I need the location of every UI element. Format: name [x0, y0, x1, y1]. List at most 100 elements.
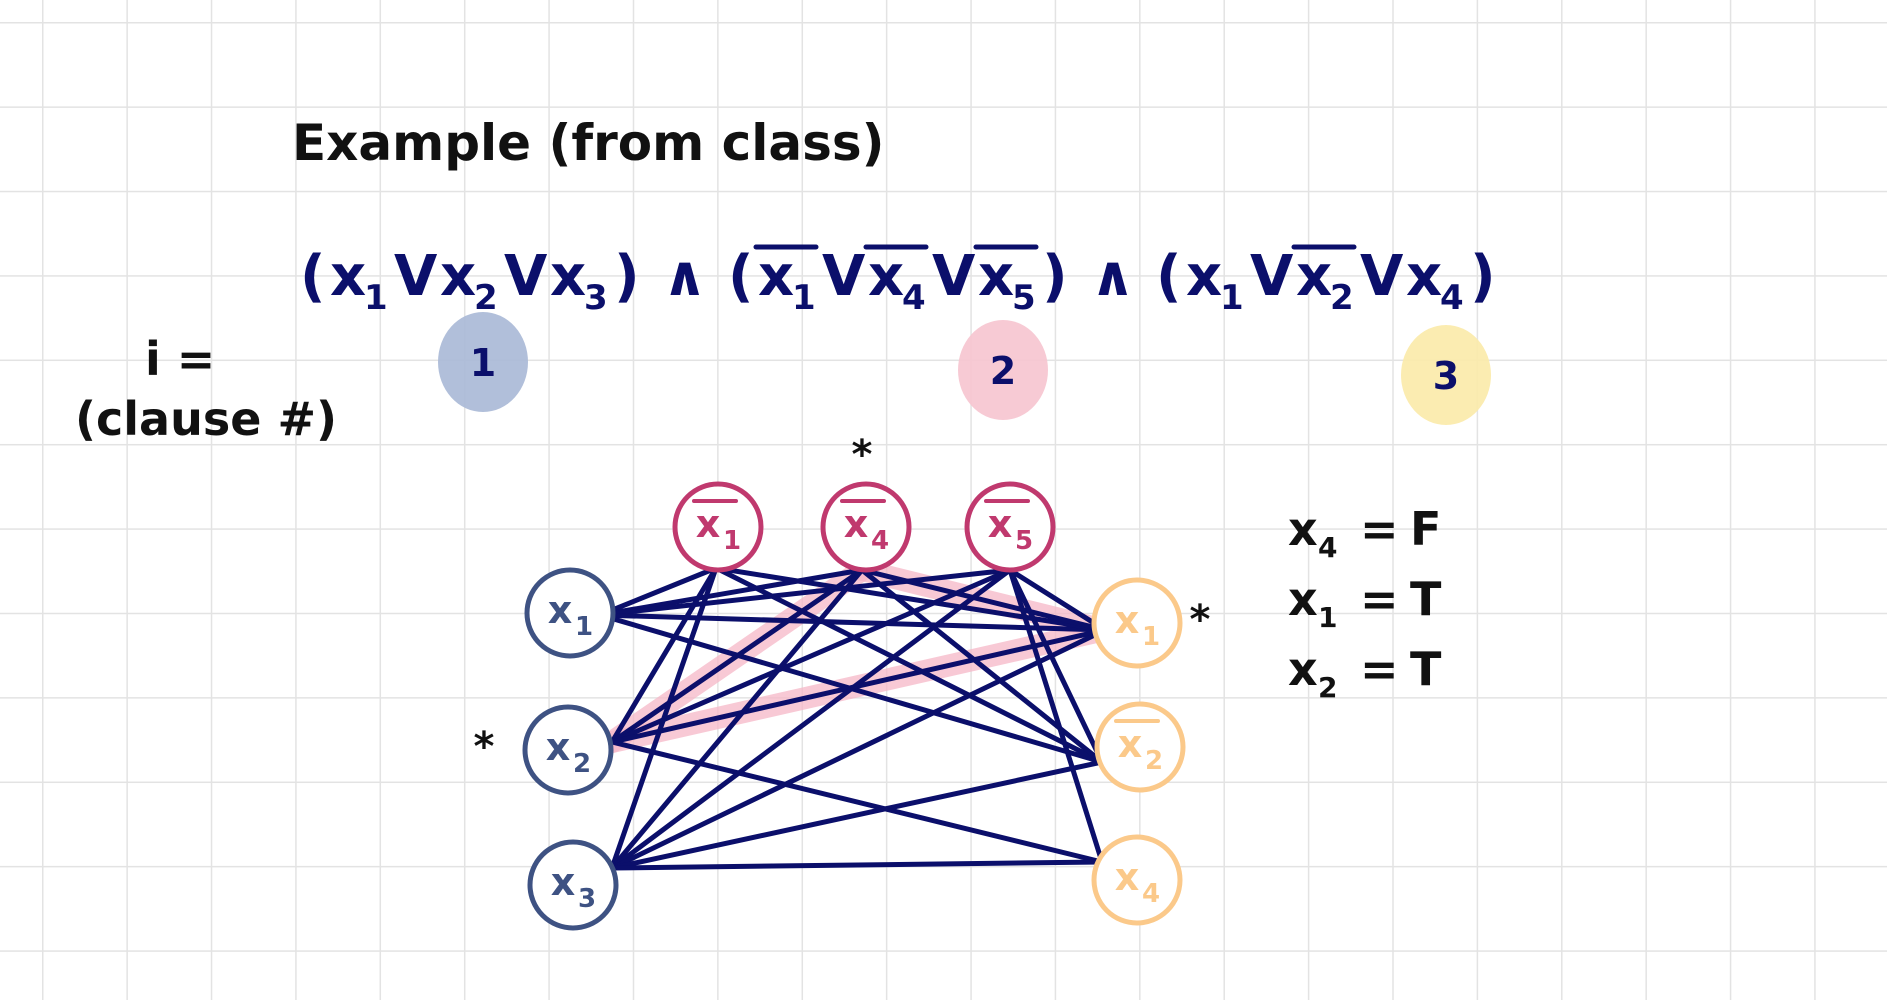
node-subscript: 1	[1142, 622, 1160, 652]
or-operator: V	[1250, 244, 1294, 309]
clause-close-paren: )	[1470, 244, 1496, 309]
edge-c1x2-c2x5	[609, 567, 1013, 745]
clause-label-line2: (clause #)	[75, 392, 337, 446]
edge-c1x2-c2x4	[609, 567, 865, 745]
edge-c1x2-c2x1	[609, 565, 719, 745]
node-circle	[964, 481, 1056, 573]
literal-var: x	[440, 244, 476, 309]
star-marker-c2x4: *	[852, 432, 873, 478]
literal-var: x	[978, 244, 1014, 309]
edge-c1x2-c3x4	[609, 739, 1105, 865]
assignment-subscript: 2	[1318, 671, 1337, 704]
literal-var: x	[1296, 244, 1332, 309]
assignment-value: T	[1410, 642, 1442, 696]
clause-index-2: 2	[958, 320, 1048, 420]
literal-subscript: 1	[364, 278, 388, 318]
literal-var: x	[330, 244, 366, 309]
edge-c2x1-c3x1	[713, 565, 1108, 633]
edge-c1x3-c3x2	[609, 759, 1105, 871]
or-operator: V	[394, 244, 438, 309]
node-subscript: 1	[723, 526, 741, 556]
graph-edges	[597, 565, 1108, 871]
literal-var: x	[868, 244, 904, 309]
clause-label-line1: i =	[145, 332, 215, 386]
edge-c2x4-c3x1	[859, 567, 1108, 633]
assignment-var: x	[1288, 642, 1318, 696]
node-subscript: 3	[578, 884, 596, 914]
node-var: x	[988, 502, 1013, 546]
assignment-value: F	[1410, 502, 1441, 556]
and-operator: ∧	[1090, 244, 1135, 309]
literal-subscript: 4	[902, 278, 926, 318]
edge-c1x3-c3x4	[609, 859, 1105, 871]
edge-c2x1-c3x2	[713, 565, 1105, 765]
edge-c2x5-c3x4	[1007, 567, 1105, 865]
literal-var: x	[1406, 244, 1442, 309]
or-operator: V	[822, 244, 866, 309]
literal-var: x	[550, 244, 586, 309]
edge-c1x1-c2x5	[597, 567, 1013, 618]
assignment-var: x	[1288, 502, 1318, 556]
assignment-var: x	[1288, 572, 1318, 626]
highlight-blob	[438, 312, 528, 412]
highlight-blob	[958, 320, 1048, 420]
node-subscript: 5	[1015, 526, 1033, 556]
node-subscript: 4	[1142, 879, 1160, 909]
diagram-title: Example (from class)	[292, 114, 885, 172]
clause-index-number: 1	[470, 341, 496, 385]
node-var: x	[1118, 722, 1143, 766]
node-circle	[1091, 577, 1183, 669]
clause-number-label: i = (clause #)	[75, 332, 337, 446]
literal-subscript: 4	[1440, 278, 1464, 318]
node-subscript: 2	[573, 749, 591, 779]
edge-c1x3-c3x1	[609, 627, 1108, 871]
star-marker-c1x2: *	[474, 724, 495, 770]
highlight-blob	[1401, 325, 1491, 425]
node-subscript: 2	[1145, 746, 1163, 776]
assignment-equals: =	[1360, 642, 1399, 696]
node-circle	[527, 839, 619, 931]
node-var: x	[548, 588, 573, 632]
edge-c2x5-c3x2	[1007, 567, 1105, 765]
literal-var: x	[758, 244, 794, 309]
clause-open-paren: (	[1156, 244, 1182, 309]
node-circle	[1094, 701, 1186, 793]
node-circle	[1091, 834, 1183, 926]
node-var: x	[551, 860, 576, 904]
selected-markers: ***	[474, 432, 1211, 770]
edge-c1x1-c2x1	[597, 565, 719, 618]
and-operator: ∧	[662, 244, 707, 309]
or-operator: V	[1360, 244, 1404, 309]
clause-index-1: 1	[438, 312, 528, 412]
assignment-subscript: 4	[1318, 531, 1337, 564]
clause-open-paren: (	[728, 244, 754, 309]
literal-subscript: 5	[1012, 278, 1036, 318]
node-circle	[820, 481, 912, 573]
node-circle	[522, 704, 614, 796]
or-operator: V	[504, 244, 548, 309]
node-var: x	[1115, 598, 1140, 642]
edge-c1x1-c2x4	[597, 567, 865, 618]
or-operator: V	[932, 244, 976, 309]
edge-c1x3-c2x5	[609, 567, 1013, 871]
assignment-equals: =	[1360, 572, 1399, 626]
literal-subscript: 2	[474, 278, 498, 318]
literal-subscript: 1	[1220, 278, 1244, 318]
node-circle	[524, 567, 616, 659]
